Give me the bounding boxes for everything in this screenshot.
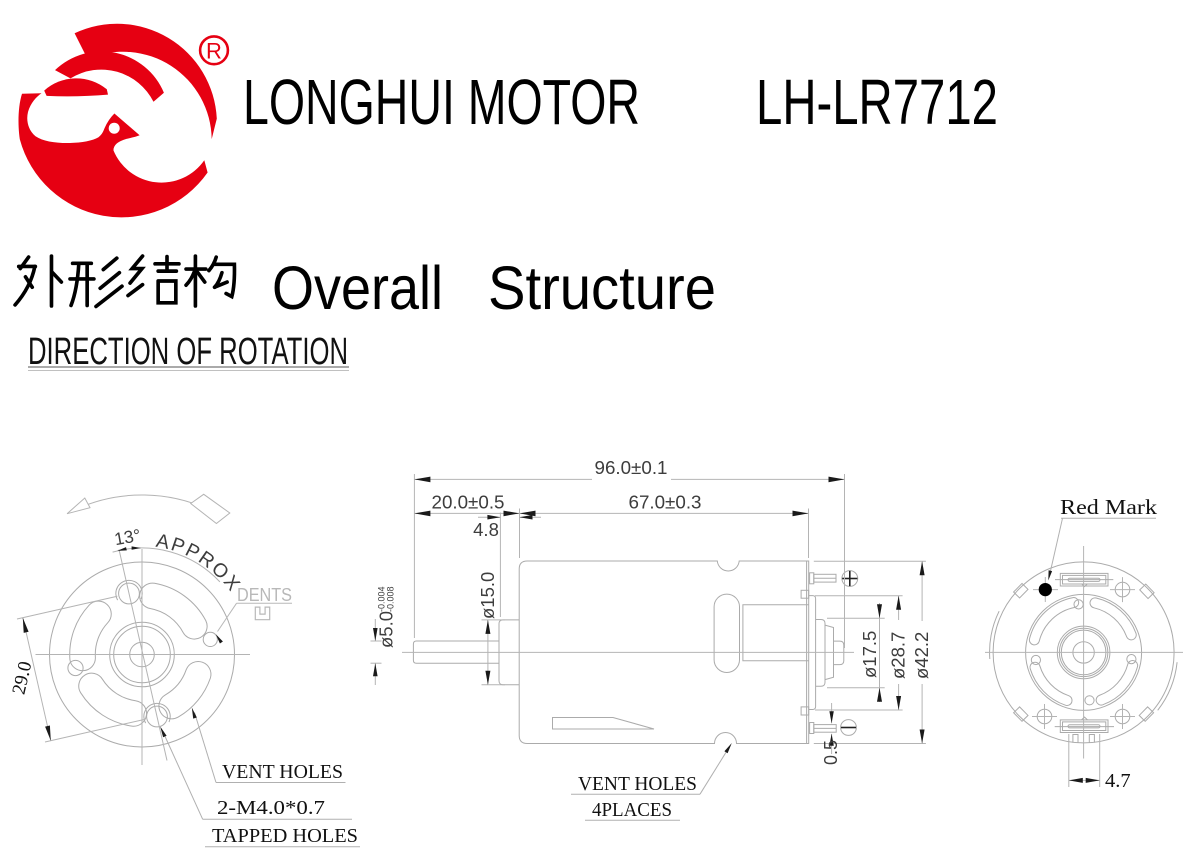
svg-text:DENTS: DENTS [237,584,292,605]
svg-text:DIRECTION OF ROTATION: DIRECTION OF ROTATION [28,331,348,373]
svg-text:LONGHUI MOTOR: LONGHUI MOTOR [243,66,640,138]
svg-text:96.0±0.1: 96.0±0.1 [595,457,668,478]
svg-text:67.0±0.3: 67.0±0.3 [629,492,702,513]
svg-text:LH-LR7712: LH-LR7712 [756,66,998,138]
svg-text:Structure: Structure [488,254,716,322]
svg-text:VENT HOLES: VENT HOLES [222,761,343,783]
svg-text:4.7: 4.7 [1105,770,1131,792]
svg-text:-0.004: -0.004 [377,586,387,612]
svg-text:ø42.2: ø42.2 [911,632,932,679]
svg-text:ø5.0: ø5.0 [376,611,397,648]
svg-text:4.8: 4.8 [473,519,499,540]
svg-text:ø28.7: ø28.7 [888,632,909,679]
svg-text:2-M4.0*0.7: 2-M4.0*0.7 [217,797,325,819]
svg-text:VENT HOLES: VENT HOLES [578,773,697,795]
svg-text:Overall: Overall [272,254,443,322]
svg-text:4PLACES: 4PLACES [592,799,672,821]
svg-text:TAPPED HOLES: TAPPED HOLES [212,825,358,847]
svg-text:R: R [206,38,222,63]
svg-text:ø17.5: ø17.5 [859,631,880,678]
svg-text:-0.008: -0.008 [386,586,396,612]
svg-text:Red Mark: Red Mark [1060,495,1158,519]
svg-text:13°: 13° [113,525,143,549]
svg-text:20.0±0.5: 20.0±0.5 [432,492,505,513]
svg-text:ø15.0: ø15.0 [477,572,498,619]
svg-text:0.5: 0.5 [821,740,841,765]
